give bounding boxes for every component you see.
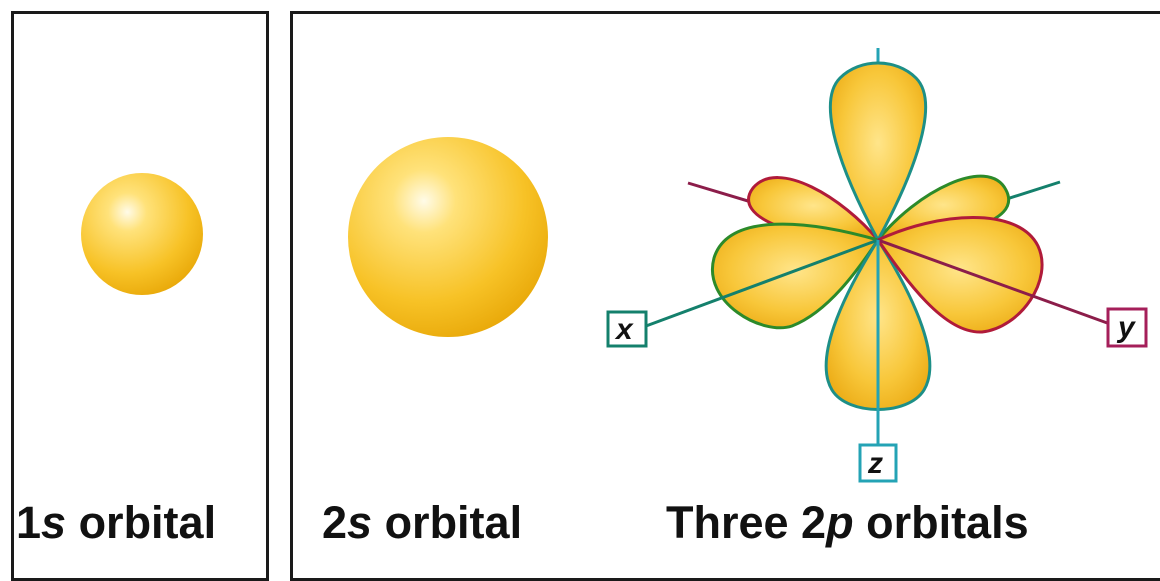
caption-three-2p-orbitals: Three 2p orbitals <box>666 497 1029 548</box>
x-axis-label: x <box>606 310 648 348</box>
svg-text:x: x <box>614 313 634 346</box>
z-axis-label: z <box>858 443 898 483</box>
x-axis-line-front <box>645 238 879 328</box>
px-lobe-front <box>710 222 881 330</box>
y-axis-line-front <box>877 238 1111 326</box>
panel-1s-orbital <box>11 11 269 581</box>
1s-orbital-sphere <box>81 173 203 295</box>
2s-orbital-sphere <box>348 137 548 337</box>
y-axis-label: y <box>1106 307 1148 348</box>
svg-text:y: y <box>1116 311 1136 344</box>
2p-orbitals: x y z <box>606 48 1148 483</box>
caption-1s-orbital: 1s orbital <box>16 497 217 548</box>
svg-text:z: z <box>867 447 883 480</box>
caption-2s-orbital: 2s orbital <box>322 497 523 548</box>
pz-lobe-top <box>828 61 928 244</box>
orbital-illustration: x y z <box>81 48 1148 483</box>
